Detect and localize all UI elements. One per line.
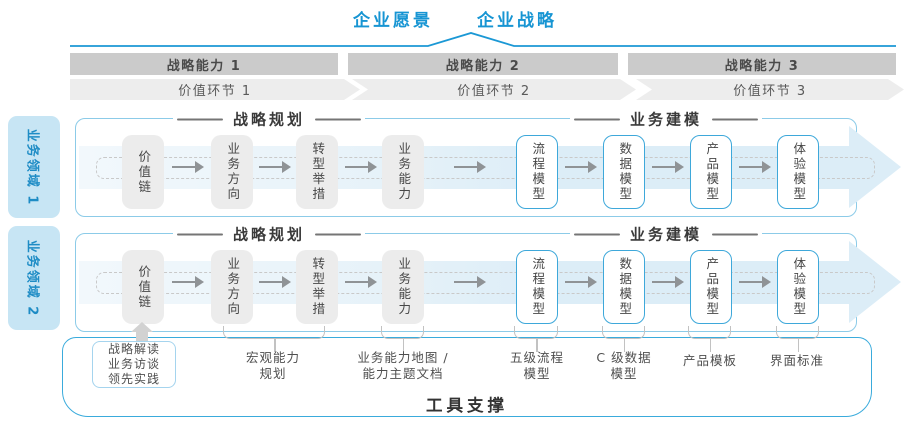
box-experience-model-label: 体验模型	[791, 257, 807, 317]
header-line-icon	[176, 233, 223, 235]
enterprise-strategy-title: 企业战略	[477, 11, 557, 31]
annotation-macro-capability-planning: 宏观能力 规划	[245, 350, 301, 381]
box-business-direction: 业务方向	[211, 250, 253, 324]
arrow-right-icon	[565, 276, 597, 288]
business-modeling-header: 业务建模	[569, 108, 763, 130]
box-experience-model: 体验模型	[777, 250, 819, 324]
box-product-model-label: 产品模型	[704, 257, 720, 317]
strategy-connector-line	[70, 32, 896, 47]
box-transformation-initiatives-label: 转型举措	[310, 142, 326, 202]
box-process-model-label: 流程模型	[530, 257, 546, 317]
box-data-model: 数据模型	[603, 250, 645, 324]
bracket-connector-product-template	[688, 326, 731, 352]
value-link-chevron-1: 价值环节 1	[70, 79, 360, 100]
annotation-product-template: 产品模板	[682, 353, 738, 368]
dashed-track	[96, 272, 875, 294]
arrow-right-icon	[345, 276, 377, 288]
up-arrow-icon	[131, 322, 153, 332]
business-modeling-header: 业务建模	[569, 223, 763, 245]
header-line-icon	[315, 118, 362, 120]
arrow-right-icon	[259, 161, 291, 173]
box-transformation-initiatives: 转型举措	[296, 250, 338, 324]
header-line-icon	[573, 118, 620, 120]
strategic-capability-bar-3: 战略能力 3	[628, 53, 896, 75]
annotation-process-model: 五级流程 模型	[509, 350, 565, 381]
arrow-right-icon	[565, 161, 597, 173]
strategy-planning-header: 战略规划	[172, 108, 366, 130]
arrow-right-icon	[652, 276, 684, 288]
box-process-model-label: 流程模型	[530, 142, 546, 202]
practice-box: 战略解读 业务访谈 领先实践	[92, 341, 176, 388]
strategy-planning-label: 战略规划	[232, 225, 306, 244]
annotation-capability-map: 业务能力地图 / 能力主题文档	[357, 350, 449, 381]
box-experience-model-label: 体验模型	[791, 142, 807, 202]
box-data-model-label: 数据模型	[617, 142, 633, 202]
business-row-panel-1: 战略规划 业务建模 价值链 业务方向 转型举措 业务能力 流程模型 数据模型 产…	[75, 108, 901, 217]
header-line-icon	[712, 118, 759, 120]
box-value-chain-label: 价值链	[136, 264, 152, 310]
business-modeling-label: 业务建模	[629, 110, 703, 129]
arrow-right-icon	[739, 161, 771, 173]
strategic-capability-bar-1: 战略能力 1	[70, 53, 338, 75]
header-line-icon	[712, 233, 759, 235]
business-row-panel-2: 战略规划 业务建模 价值链 业务方向 转型举措 业务能力 流程模型 数据模型 产…	[75, 223, 901, 332]
dashed-track	[96, 157, 875, 179]
flow-band-arrowhead-icon	[849, 126, 901, 208]
box-business-direction-label: 业务方向	[225, 142, 241, 202]
box-business-direction-label: 业务方向	[225, 257, 241, 317]
tool-support-panel: 工具支撑	[62, 337, 872, 417]
strategy-planning-header: 战略规划	[172, 223, 366, 245]
box-data-model-label: 数据模型	[617, 257, 633, 317]
annotation-ui-standard: 界面标准	[769, 353, 825, 368]
annotation-data-model: C 级数据 模型	[596, 350, 652, 381]
strategic-capability-bar-2: 战略能力 2	[348, 53, 618, 75]
flow-band-arrowhead-icon	[849, 241, 901, 323]
bracket-connector-data-model	[602, 326, 645, 352]
box-business-capability: 业务能力	[382, 135, 424, 209]
box-business-capability-label: 业务能力	[396, 257, 412, 317]
header-line-icon	[315, 233, 362, 235]
box-business-capability-label: 业务能力	[396, 142, 412, 202]
box-value-chain-label: 价值链	[136, 149, 152, 195]
box-process-model: 流程模型	[516, 135, 558, 209]
value-link-chevron-3: 价值环节 3	[636, 79, 904, 100]
box-data-model: 数据模型	[603, 135, 645, 209]
enterprise-vision-title: 企业愿景	[353, 11, 433, 31]
box-value-chain: 价值链	[122, 135, 164, 209]
header-line-icon	[573, 233, 620, 235]
bracket-connector-process-model	[514, 326, 558, 352]
arrow-right-icon	[345, 161, 377, 173]
bracket-connector-macro-capability	[223, 326, 325, 352]
business-domain-label-1: 业务领域 1	[8, 116, 60, 218]
box-product-model: 产品模型	[690, 250, 732, 324]
arrow-right-icon	[454, 276, 486, 288]
header-line-icon	[176, 118, 223, 120]
box-experience-model: 体验模型	[777, 135, 819, 209]
arrow-right-icon	[172, 161, 204, 173]
box-product-model: 产品模型	[690, 135, 732, 209]
arrow-right-icon	[454, 161, 486, 173]
box-product-model-label: 产品模型	[704, 142, 720, 202]
box-transformation-initiatives: 转型举措	[296, 135, 338, 209]
tool-support-label: 工具支撑	[426, 396, 508, 415]
box-business-capability: 业务能力	[382, 250, 424, 324]
strategy-planning-label: 战略规划	[232, 110, 306, 129]
business-domain-text-1: 业务领域 1	[24, 128, 40, 206]
arrow-right-icon	[172, 276, 204, 288]
page-title: 企业愿景 企业战略	[0, 6, 910, 31]
arrow-right-icon	[259, 276, 291, 288]
business-domain-label-2: 业务领域 2	[8, 226, 60, 330]
box-business-direction: 业务方向	[211, 135, 253, 209]
business-domain-text-2: 业务领域 2	[24, 239, 40, 317]
arrow-right-icon	[739, 276, 771, 288]
arrow-right-icon	[652, 161, 684, 173]
business-modeling-label: 业务建模	[629, 225, 703, 244]
up-arrow-shaft	[136, 332, 148, 341]
value-link-chevron-2: 价值环节 2	[352, 79, 636, 100]
bracket-connector-ui-standard	[776, 326, 819, 352]
bracket-connector-capability-map	[381, 326, 424, 352]
box-value-chain: 价值链	[122, 250, 164, 324]
box-process-model: 流程模型	[516, 250, 558, 324]
box-transformation-initiatives-label: 转型举措	[310, 257, 326, 317]
